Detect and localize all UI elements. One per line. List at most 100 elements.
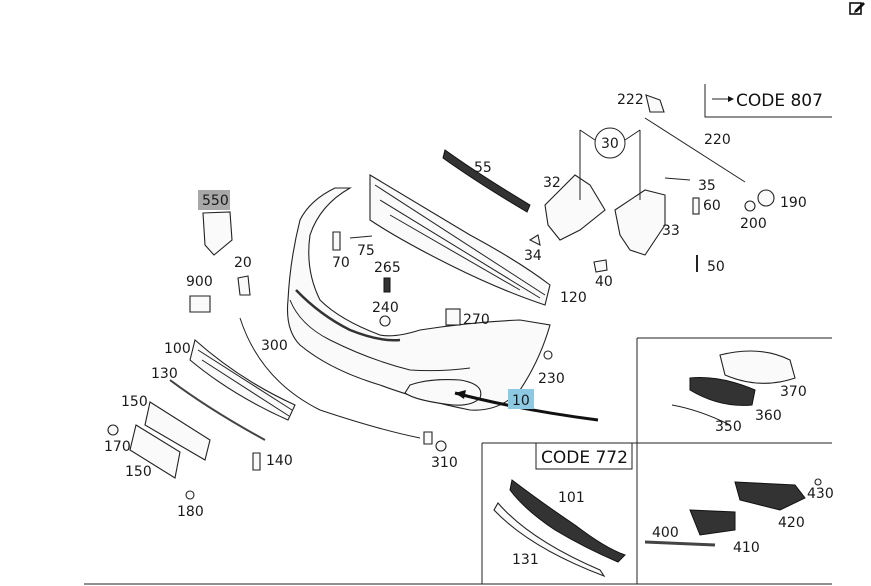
highlight-10 (508, 389, 534, 409)
code-807-frame (704, 84, 832, 118)
part-265 (383, 277, 391, 293)
part-34 (528, 234, 541, 246)
label-400[interactable]: 400 (652, 525, 679, 541)
upper-strip (442, 149, 531, 213)
grille-100-mesh (197, 349, 293, 417)
label-10[interactable]: 10 (512, 393, 530, 409)
label-310[interactable]: 310 (431, 455, 458, 471)
bracket-left (544, 174, 606, 241)
part-310 (435, 440, 447, 452)
label-410[interactable]: 410 (733, 540, 760, 556)
part-170 (107, 424, 119, 436)
plate-150b (129, 424, 181, 479)
part-230 (543, 350, 553, 360)
part-270 (445, 308, 461, 326)
part-75 (349, 235, 373, 239)
label-55[interactable]: 55 (474, 160, 492, 176)
grille-100 (189, 338, 296, 421)
carrier-detail (374, 184, 546, 299)
label-34[interactable]: 34 (524, 248, 542, 264)
part-140 (252, 452, 261, 471)
bumper-cover (286, 187, 551, 411)
label-100[interactable]: 100 (164, 341, 191, 357)
label-265[interactable]: 265 (374, 260, 401, 276)
code-772-box (535, 442, 633, 470)
bracket-right (614, 189, 666, 256)
label-900[interactable]: 900 (186, 274, 213, 290)
label-70[interactable]: 70 (332, 255, 350, 271)
callout-circle-30 (594, 127, 626, 159)
strip-131 (493, 502, 606, 578)
label-190[interactable]: 190 (780, 195, 807, 211)
part-550 (202, 211, 233, 256)
part-190 (757, 189, 775, 207)
code-807-arrowhead (728, 96, 734, 102)
label-370[interactable]: 370 (780, 384, 807, 400)
label-170[interactable]: 170 (104, 439, 131, 455)
part-350 (671, 404, 731, 426)
label-50[interactable]: 50 (707, 259, 725, 275)
part-200 (744, 200, 756, 212)
label-40[interactable]: 40 (595, 274, 613, 290)
part-370 (719, 350, 796, 384)
part-35 (664, 177, 691, 181)
label-240[interactable]: 240 (372, 300, 399, 316)
part-400 (644, 540, 716, 547)
label-60[interactable]: 60 (703, 198, 721, 214)
part-360 (689, 377, 756, 406)
label-300[interactable]: 300 (261, 338, 288, 354)
part-240 (379, 315, 391, 327)
label-75[interactable]: 75 (357, 243, 375, 259)
label-220[interactable]: 220 (704, 132, 731, 148)
bumper-contour (289, 299, 471, 372)
strip-130 (169, 379, 266, 441)
part-900 (189, 295, 211, 313)
highlight-550 (198, 190, 230, 210)
part-70 (332, 231, 341, 251)
part-430 (814, 478, 822, 486)
label-230[interactable]: 230 (538, 371, 565, 387)
fog-lamp-opening (404, 379, 482, 406)
edit-icon[interactable] (849, 0, 867, 16)
label-420[interactable]: 420 (778, 515, 805, 531)
label-120[interactable]: 120 (560, 290, 587, 306)
label-20[interactable]: 20 (234, 255, 252, 271)
arrowhead-10 (455, 390, 466, 399)
part-40 (593, 259, 608, 273)
bracket-30-leaders (579, 129, 641, 200)
part-222 (645, 94, 665, 113)
label-33[interactable]: 33 (662, 223, 680, 239)
code-772-label: CODE 772 (541, 448, 628, 468)
part-310-clip (423, 431, 433, 445)
label-131[interactable]: 131 (512, 552, 539, 568)
part-60 (692, 197, 700, 215)
part-20 (237, 275, 251, 296)
label-150a[interactable]: 150 (121, 394, 148, 410)
label-550[interactable]: 550 (202, 193, 229, 209)
label-101[interactable]: 101 (558, 490, 585, 506)
bumper-grille-opening (295, 289, 401, 342)
part-180 (185, 490, 195, 500)
label-270[interactable]: 270 (463, 312, 490, 328)
label-150b[interactable]: 150 (125, 464, 152, 480)
label-35[interactable]: 35 (698, 178, 716, 194)
code-807-label: CODE 807 (736, 91, 823, 111)
label-360[interactable]: 360 (755, 408, 782, 424)
label-180[interactable]: 180 (177, 504, 204, 520)
label-350[interactable]: 350 (715, 419, 742, 435)
label-200[interactable]: 200 (740, 216, 767, 232)
label-32[interactable]: 32 (543, 175, 561, 191)
sensor-wire (644, 117, 746, 183)
grille-101 (509, 479, 626, 563)
label-430[interactable]: 430 (807, 486, 834, 502)
label-30[interactable]: 30 (601, 136, 619, 152)
inset-frames (84, 337, 832, 585)
harness-300 (239, 317, 421, 439)
label-130[interactable]: 130 (151, 366, 178, 382)
plate-150a (144, 401, 211, 461)
part-420 (734, 481, 806, 511)
label-222[interactable]: 222 (617, 92, 644, 108)
part-410 (689, 509, 736, 536)
label-140[interactable]: 140 (266, 453, 293, 469)
